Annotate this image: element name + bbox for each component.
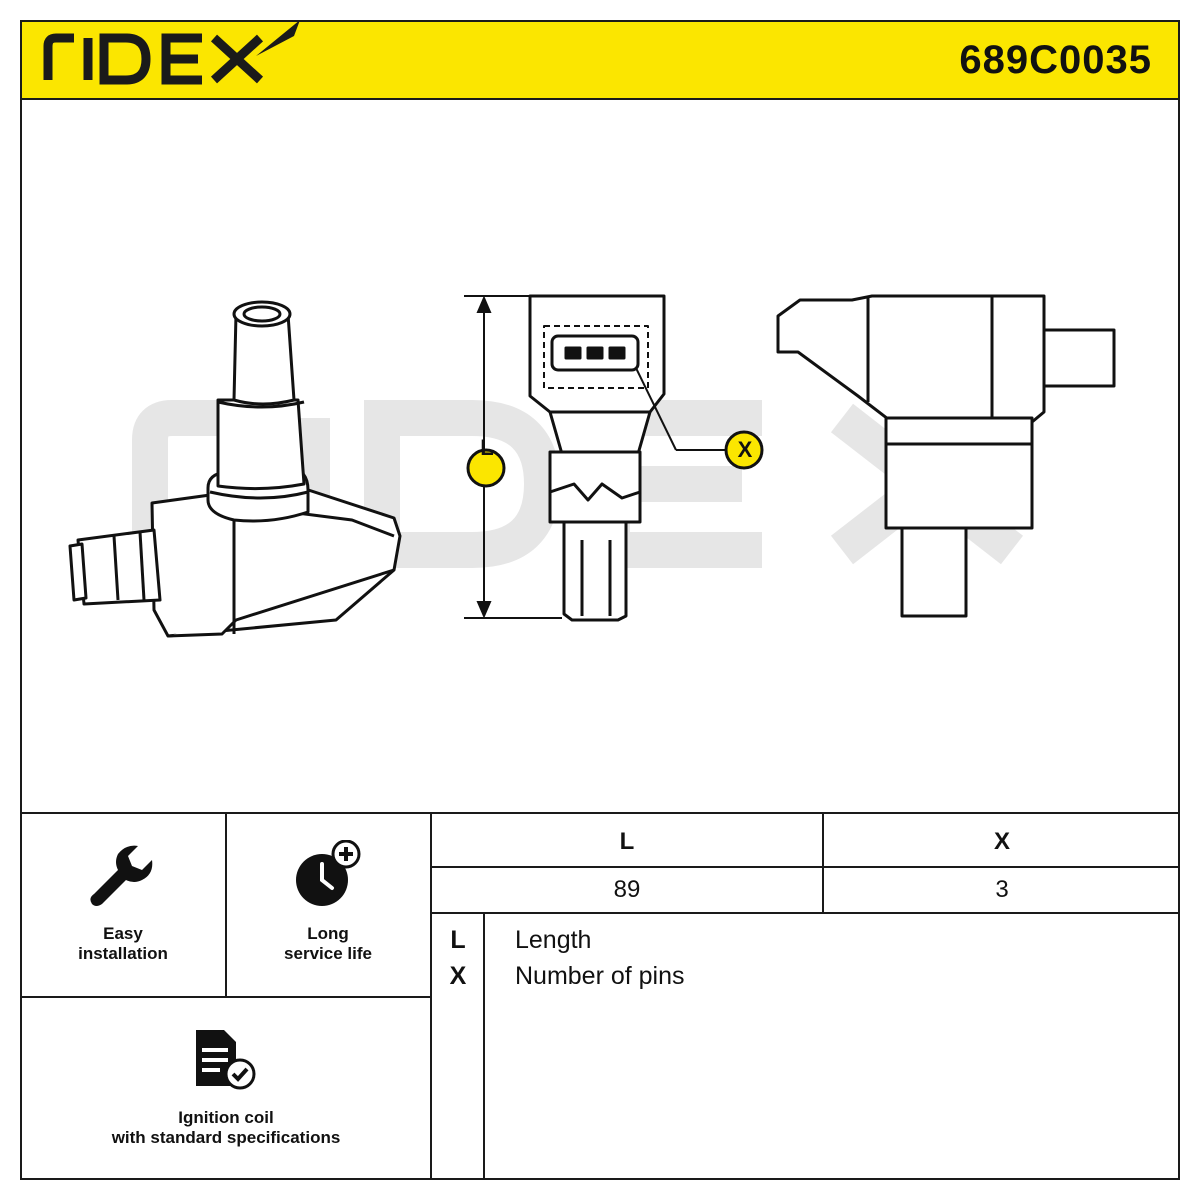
table-value-x: 3 (995, 876, 1009, 903)
legend-label-length: Length (515, 926, 592, 954)
feature-long-service-life: Long service life (228, 840, 428, 964)
feature-label-line2: installation (78, 944, 168, 963)
feature-label-line1: Easy (103, 924, 143, 943)
feature-label-line1: Long (307, 924, 349, 943)
document-check-icon (196, 1030, 256, 1090)
dimension-x-marker (724, 430, 764, 470)
grid-line (20, 812, 1180, 814)
dimension-l-label: L (480, 435, 494, 460)
clock-plus-icon (296, 840, 361, 906)
technical-drawing: L X (22, 100, 1178, 812)
feature-label-line1: Ignition coil (178, 1108, 274, 1127)
legend-label-pins: Number of pins (515, 962, 685, 990)
table-value-l: 89 (613, 876, 641, 903)
feature-label-line2: with standard specifications (111, 1128, 341, 1147)
part-number: 689C0035 (959, 38, 1152, 82)
coil-front-view (528, 294, 666, 622)
legend-key-x: X (449, 962, 467, 990)
ridex-logo (43, 20, 300, 85)
feature-label-line2: service life (284, 944, 372, 963)
grid-line (430, 812, 432, 1180)
feature-standard-specifications: Ignition coil with standard specificatio… (24, 1028, 428, 1148)
grid-line (430, 912, 1180, 914)
coil-iso-view (68, 300, 402, 638)
feature-easy-installation: Easy installation (24, 840, 222, 964)
grid-line (822, 812, 824, 912)
grid-line (20, 996, 432, 998)
grid-line (225, 812, 227, 998)
dimension-l-marker (466, 448, 506, 488)
grid-line (430, 866, 1180, 868)
legend-key-l: L (450, 926, 466, 954)
grid-line (483, 912, 485, 1180)
header-bar (20, 20, 1180, 100)
table-header-x: X (993, 828, 1010, 855)
dimension-x-label: X (737, 437, 753, 462)
coil-side-view (776, 294, 1116, 618)
wrench-icon (90, 845, 153, 906)
table-header-l: L (619, 828, 635, 855)
